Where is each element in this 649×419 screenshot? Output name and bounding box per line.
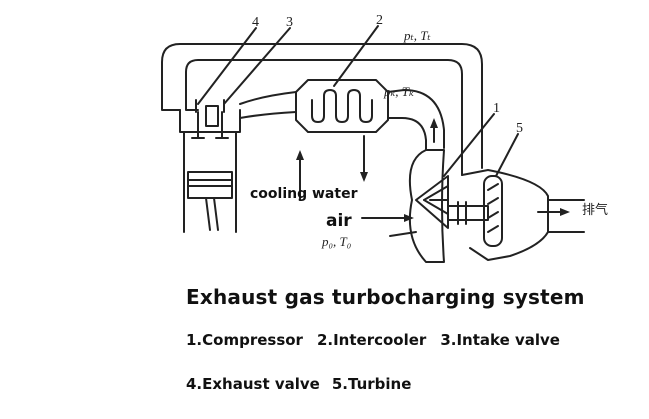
label-air: air: [326, 211, 352, 231]
legend-row-1: 1.Compressor 2.Intercooler 3.Intake valve: [186, 331, 574, 349]
legend-item-compressor: 1.Compressor: [186, 331, 303, 349]
cylinder-head: [179, 109, 241, 133]
label-p0-t0: p₀, T₀: [321, 234, 351, 249]
label-pk-tk: pₖ, Tₖ: [383, 84, 414, 99]
intercooler-body: [295, 79, 389, 133]
charge-air-duct-top: [387, 89, 445, 149]
turbine-wheel: [483, 175, 503, 247]
connecting-rod: [205, 197, 219, 231]
legend-item-exhaust-valve: 4.Exhaust valve: [186, 375, 320, 393]
callout-2: 2: [376, 13, 383, 28]
charge-air-duct-bottom: [387, 117, 427, 151]
legend-item-intercooler: 2.Intercooler: [316, 331, 427, 349]
diagram-title: Exhaust gas turbocharging system: [186, 285, 585, 309]
label-exhaust: 排气: [582, 202, 608, 217]
exhaust-pipe-outer: [161, 43, 483, 169]
label-pt-tt: pₜ, Tₜ: [403, 28, 431, 43]
legend-item-intake-valve: 3.Intake valve: [440, 331, 560, 349]
label-cooling-water: cooling water: [250, 186, 358, 202]
intake-valve: [215, 99, 229, 139]
legend-item-turbine: 5.Turbine: [331, 375, 412, 393]
callout-3: 3: [286, 15, 293, 30]
callout-5: 5: [516, 121, 523, 136]
compressor-housing: [408, 149, 445, 263]
turbo-shaft: [447, 205, 489, 221]
callout-4: 4: [252, 15, 259, 30]
intake-duct-top: [239, 91, 297, 105]
callout-1: 1: [493, 101, 500, 116]
compressor-wheel: [415, 175, 449, 229]
turbine-housing: [461, 169, 549, 261]
legend-row-2: 4.Exhaust valve 5.Turbine: [186, 375, 423, 393]
exhaust-pipe-inner: [185, 59, 463, 176]
intake-duct-bottom: [239, 111, 297, 119]
exhaust-valve: [191, 99, 205, 139]
intercooler-coil: [311, 89, 373, 123]
